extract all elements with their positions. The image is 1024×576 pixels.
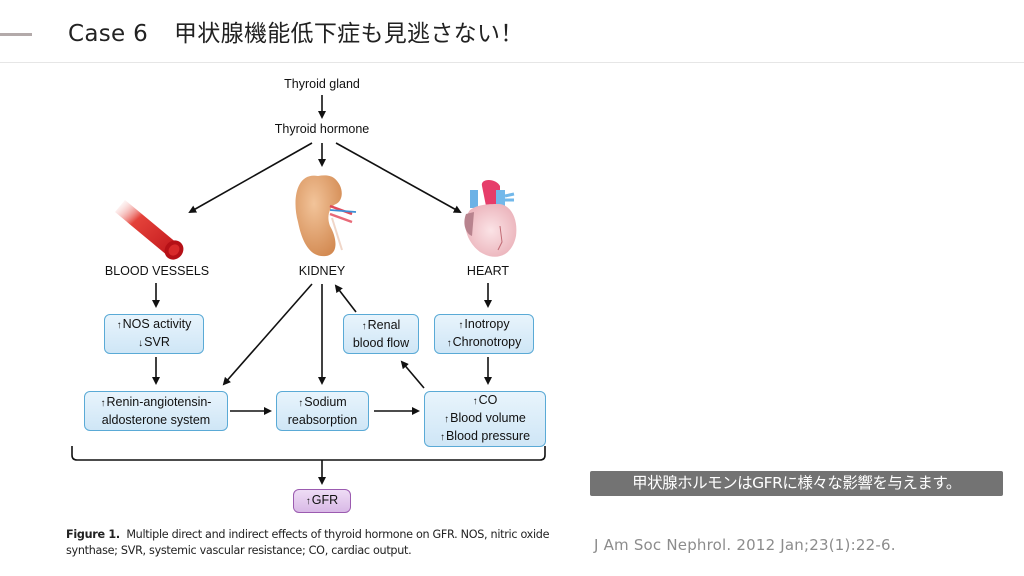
down-arrow-icon	[138, 335, 144, 349]
up-arrow-icon	[458, 317, 464, 331]
label-kidney: KIDNEY	[298, 264, 346, 278]
heart-illustration	[464, 180, 517, 257]
title-text: 甲状腺機能低下症も見逃さない！	[174, 21, 524, 47]
arrow-hormone-to-vessels	[188, 142, 313, 213]
figure-diagram: Thyroid gland Thyroid hormone BLOOD VESS…	[66, 77, 586, 559]
box-cardiac-output: CO Blood volume Blood pressure	[424, 391, 546, 447]
arrow-co-to-renal	[400, 360, 425, 389]
up-arrow-icon	[298, 395, 304, 409]
arrow-renal-to-kidney	[334, 284, 357, 313]
box-nos-activity: NOS activity SVR	[104, 314, 204, 354]
up-arrow-icon	[117, 317, 123, 331]
up-arrow-icon	[473, 393, 479, 407]
label-thyroid-hormone: Thyroid hormone	[274, 122, 370, 136]
kidney-illustration	[295, 175, 357, 257]
label-thyroid-gland: Thyroid gland	[284, 77, 360, 91]
box-gfr: GFR	[293, 489, 351, 513]
bracket	[71, 446, 546, 461]
box-inotropy: Inotropy Chronotropy	[434, 314, 534, 354]
figure-caption: Figure 1. Multiple direct and indirect e…	[66, 527, 586, 559]
caption-text: Multiple direct and indirect effects of …	[66, 528, 550, 557]
up-arrow-icon	[362, 318, 368, 332]
box-raas: Renin-angiotensin- aldosterone system	[84, 391, 228, 431]
box-renal-blood-flow: Renal blood flow	[343, 314, 419, 354]
up-arrow-icon	[306, 493, 312, 507]
arrow-kidney-to-raas	[222, 283, 313, 386]
up-arrow-icon	[440, 429, 446, 443]
label-blood-vessels: BLOOD VESSELS	[104, 264, 210, 278]
diagram-arrows	[71, 95, 546, 485]
caption-label: Figure 1.	[66, 528, 120, 541]
case-label: Case 6	[68, 21, 149, 47]
note-banner: 甲状腺ホルモンはGFRに様々な影響を与えます。	[590, 471, 1003, 496]
title-accent-bar	[0, 33, 32, 36]
arrow-hormone-to-heart	[335, 142, 462, 213]
label-heart: HEART	[466, 264, 510, 278]
up-arrow-icon	[444, 411, 450, 425]
box-sodium-reabsorption: Sodium reabsorption	[276, 391, 369, 431]
slide-title: Case 6 甲状腺機能低下症も見逃さない！	[68, 14, 524, 48]
up-arrow-icon	[101, 395, 107, 409]
citation: J Am Soc Nephrol. 2012 Jan;23(1):22-6.	[594, 536, 896, 554]
title-divider	[0, 62, 1024, 63]
blood-vessel-illustration	[115, 200, 184, 260]
up-arrow-icon	[447, 335, 453, 349]
